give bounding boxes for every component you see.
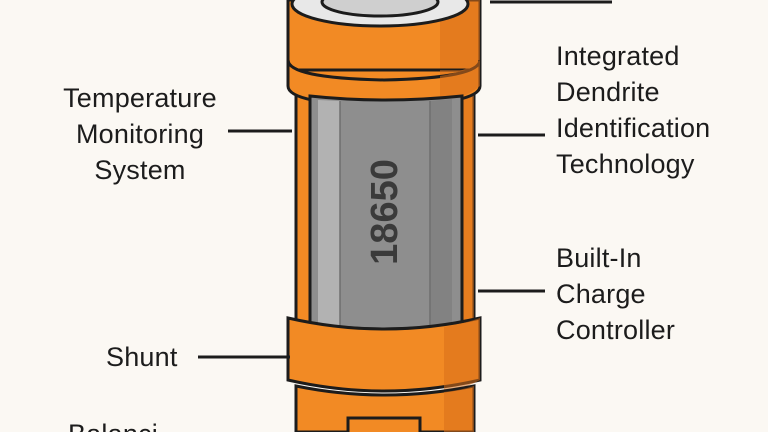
label-temperature-line-2: Monitoring [75,119,205,149]
upper-band [286,59,482,108]
label-charge-line-2: Charge [556,279,646,309]
cell-marking-text: 18650 [364,159,406,265]
label-dendrite-line-1: Integrated [556,41,680,71]
label-balancing-line-1: Balanci [68,416,158,432]
label-dendrite-line-4: Technology [556,149,695,179]
label-charge-controller: Built-In Charge Controller [556,240,675,348]
top-terminal-cap [286,0,482,82]
label-dendrite-identification: Integrated Dendrite Identification Techn… [556,38,710,182]
label-dendrite-line-2: Dendrite [556,77,660,107]
label-dendrite-line-3: Identification [556,113,711,143]
label-temperature-line-3: System [94,155,186,185]
label-balancing-cut: Balanci [68,416,158,432]
label-temperature-monitoring: Temperature Monitoring System [44,80,236,188]
label-charge-line-1: Built-In [556,243,642,273]
lower-band [286,316,482,432]
label-temperature-line-1: Temperature [63,83,217,113]
cell-window [308,94,464,331]
label-shunt: Shunt [106,339,178,375]
label-charge-line-3: Controller [556,315,676,345]
label-shunt-line-1: Shunt [106,342,178,372]
